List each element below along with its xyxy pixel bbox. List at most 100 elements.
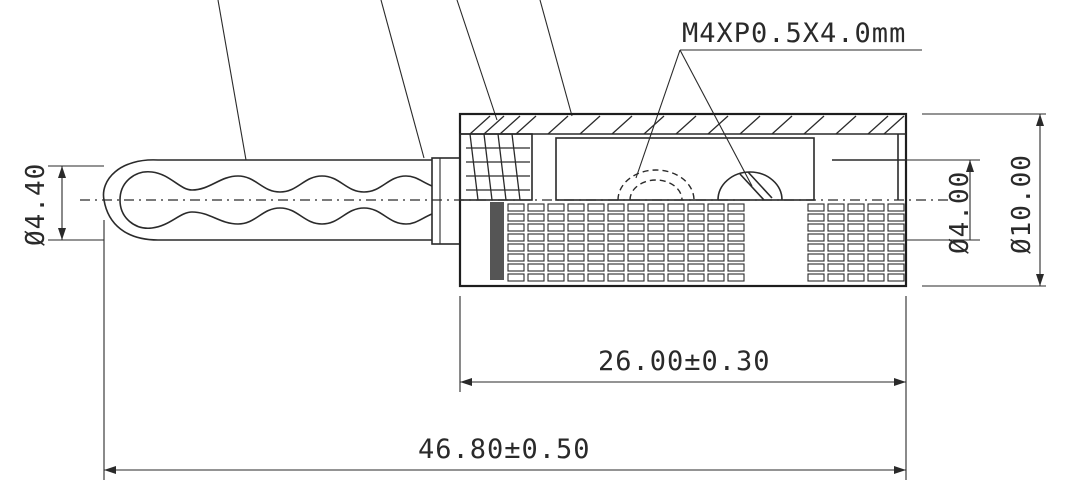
- knurl-cell: [667, 263, 685, 272]
- knurl-cell: [807, 203, 825, 212]
- knurl-cell: [587, 273, 605, 282]
- knurl-cell: [867, 203, 885, 212]
- knurl-cell: [547, 213, 565, 222]
- knurl-cell: [647, 253, 665, 262]
- knurl-cell: [827, 203, 845, 212]
- knurl-cell: [547, 273, 565, 282]
- knurl-cell: [667, 273, 685, 282]
- knurl-cell: [867, 263, 885, 272]
- knurl-cell: [887, 273, 905, 282]
- knurl-cell: [827, 273, 845, 282]
- knurl-cell: [727, 223, 745, 232]
- knurl-cell: [707, 213, 725, 222]
- knurl-cell: [707, 203, 725, 212]
- knurl-cell: [567, 253, 585, 262]
- knurl-cell: [607, 273, 625, 282]
- knurl-cell: [827, 243, 845, 252]
- knurl-cell: [847, 263, 865, 272]
- body-hatching: [469, 115, 905, 135]
- knurl-cell: [707, 263, 725, 272]
- knurl-cell: [847, 223, 865, 232]
- knurl-cell: [867, 253, 885, 262]
- knurl-cell: [567, 203, 585, 212]
- knurl-cell: [807, 253, 825, 262]
- body-diameter-dimension: Ø10.00: [922, 113, 1046, 287]
- knurl-cell: [867, 243, 885, 252]
- thread-section: [459, 133, 533, 280]
- knurl-cell: [707, 253, 725, 262]
- set-screw-visible: [717, 171, 783, 201]
- knurl-cell: [507, 213, 525, 222]
- knurl-cell: [667, 223, 685, 232]
- knurl-cell: [507, 243, 525, 252]
- knurl-cell: [607, 213, 625, 222]
- knurl-cell: [607, 253, 625, 262]
- knurl-cell: [727, 203, 745, 212]
- knurl-cell: [547, 233, 565, 242]
- pin-diameter-dimension: Ø4.40: [21, 163, 104, 246]
- knurl-cell: [647, 233, 665, 242]
- knurl-cell: [727, 253, 745, 262]
- knurl-cell: [827, 213, 845, 222]
- knurl-cell: [567, 233, 585, 242]
- knurl-cell: [727, 263, 745, 272]
- knurl-cell: [627, 203, 645, 212]
- knurl-cell: [727, 233, 745, 242]
- knurl-cell: [527, 253, 545, 262]
- knurl-cell: [587, 223, 605, 232]
- knurl-cell: [507, 263, 525, 272]
- knurl-cell: [687, 223, 705, 232]
- knurl-cell: [707, 223, 725, 232]
- knurl-cell: [687, 273, 705, 282]
- knurl-cell: [527, 213, 545, 222]
- knurl-cell: [807, 243, 825, 252]
- knurl-cell: [507, 253, 525, 262]
- knurl-cell: [667, 203, 685, 212]
- knurl-cell: [867, 213, 885, 222]
- knurl-cell: [547, 253, 565, 262]
- knurl-cell: [527, 223, 545, 232]
- knurl-cell: [807, 233, 825, 242]
- knurl-cell: [567, 273, 585, 282]
- knurl-cell: [707, 233, 725, 242]
- knurl-cell: [647, 263, 665, 272]
- knurl-cell: [627, 223, 645, 232]
- knurl-cell: [687, 213, 705, 222]
- knurl-cell: [647, 243, 665, 252]
- knurl-cell: [827, 253, 845, 262]
- knurl-cell: [567, 243, 585, 252]
- knurl-cell: [567, 223, 585, 232]
- pin-spring: [102, 157, 461, 245]
- knurl-cell: [647, 223, 665, 232]
- knurl-cell: [707, 243, 725, 252]
- knurl-cell: [627, 253, 645, 262]
- knurl-cell: [627, 213, 645, 222]
- knurl-cell: [807, 273, 825, 282]
- knurl-cell: [627, 263, 645, 272]
- knurl-cell: [727, 273, 745, 282]
- body-length-label: 26.00±0.30: [598, 346, 771, 377]
- thread-callout: M4XP0.5X4.0mm: [635, 18, 922, 187]
- top-leader-lines: [217, 0, 573, 161]
- knurl-cell: [627, 273, 645, 282]
- body-length-dimension: 26.00±0.30: [459, 296, 907, 480]
- knurl-cell: [527, 263, 545, 272]
- knurl-cell: [587, 263, 605, 272]
- knurl-cell: [607, 223, 625, 232]
- knurl-cell: [887, 233, 905, 242]
- knurl-cell: [847, 233, 865, 242]
- knurl-cell: [527, 243, 545, 252]
- knurl-cell: [627, 243, 645, 252]
- knurl-cell: [687, 253, 705, 262]
- knurl-cell: [527, 203, 545, 212]
- knurl-cell: [507, 233, 525, 242]
- hole-diameter-label: Ø4.00: [945, 171, 975, 254]
- knurl-cell: [607, 203, 625, 212]
- knurl-cell: [547, 263, 565, 272]
- knurl-cell: [547, 203, 565, 212]
- knurl-cell: [887, 263, 905, 272]
- knurl-cell: [667, 253, 685, 262]
- knurl-cell: [587, 243, 605, 252]
- knurl-cell: [607, 233, 625, 242]
- overall-length-label: 46.80±0.50: [418, 434, 591, 465]
